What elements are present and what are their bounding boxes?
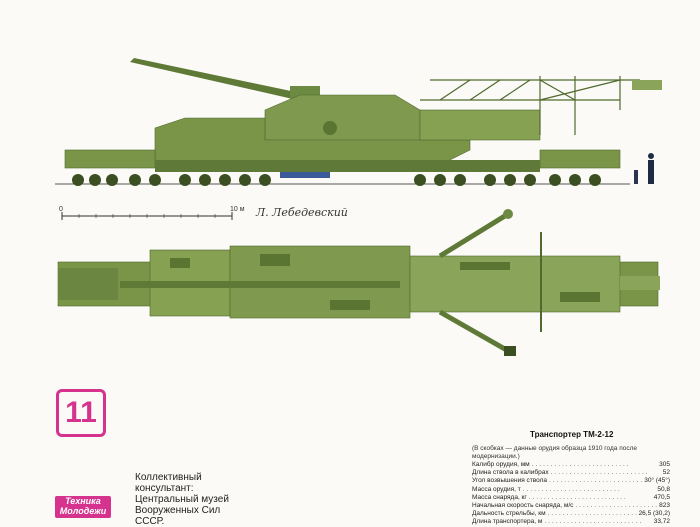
spec-row: Длина ствола в калибрах.................… — [472, 469, 670, 477]
scale-zero-label: 0 — [59, 206, 63, 213]
consultant-line-5: СССР. — [135, 516, 165, 527]
scale-end-label: 10 м — [230, 206, 245, 213]
consultant-line-2: консультант: — [135, 483, 194, 494]
spec-row: Дальность стрельбы, км..................… — [472, 510, 670, 518]
spec-row: Длина транспортера, м...................… — [472, 518, 670, 526]
consultant-credit: Коллективный консультант: Центральный му… — [135, 472, 265, 527]
consultant-line-3: Центральный музей — [135, 494, 229, 505]
spec-row: Калибр орудия, мм.......................… — [472, 461, 670, 468]
page-number: 11 — [56, 389, 106, 437]
spec-row: Масса орудия, т.........................… — [472, 485, 670, 493]
side-view — [55, 58, 662, 186]
spec-title: Транспортер ТМ-2-12 — [530, 430, 614, 439]
consultant-line-4: Вооруженных Сил — [135, 505, 221, 516]
top-view — [57, 209, 660, 356]
spec-row: Масса снаряда, кг.......................… — [472, 493, 670, 501]
logo-line-1: Техника — [65, 496, 101, 506]
consultant-line-1: Коллективный — [135, 472, 202, 483]
magazine-logo: Техника Молодежи — [55, 496, 111, 518]
spec-table: Калибр орудия, мм.......................… — [472, 461, 670, 527]
spec-note: (В скобках — данные орудия образца 1910 … — [472, 445, 637, 460]
artist-signature: Л. Лебедевский — [256, 206, 348, 219]
logo-line-2: Молодежи — [59, 506, 107, 516]
scale-bar — [61, 212, 233, 220]
spec-row: Начальная скорость снаряда, м/с.........… — [472, 502, 670, 510]
spec-row: Угол возвышения ствола..................… — [472, 477, 670, 485]
